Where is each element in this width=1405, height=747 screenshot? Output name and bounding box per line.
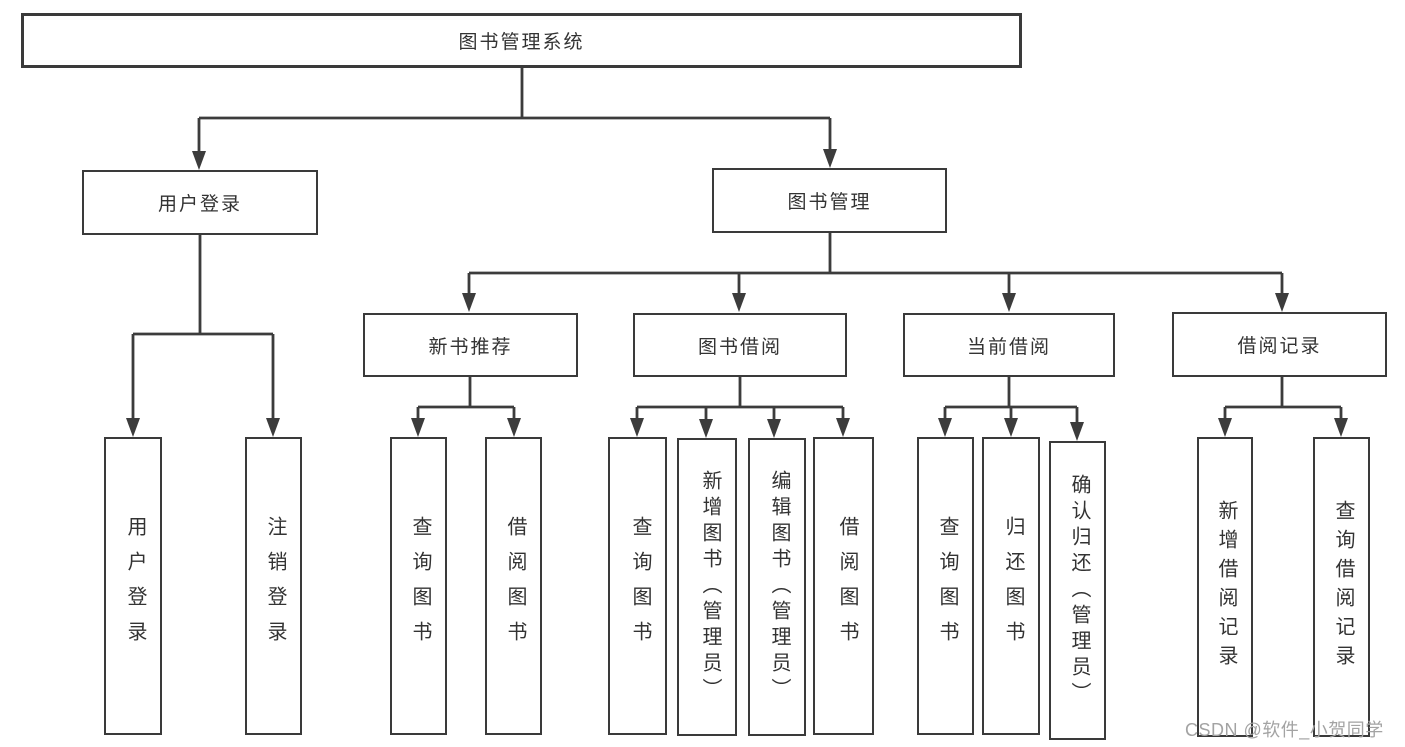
- node-borrow-records: 借阅记录: [1172, 312, 1387, 377]
- node-leaf-query-books-1: 查询图书: [390, 437, 447, 735]
- node-library-management-system: 图书管理系统: [21, 13, 1022, 68]
- node-leaf-query-books-2: 查询图书: [608, 437, 667, 735]
- node-leaf-borrow-books-2: 借阅图书: [813, 437, 874, 735]
- node-leaf-user-login: 用户登录: [104, 437, 162, 735]
- node-leaf-return-books: 归还图书: [982, 437, 1040, 735]
- node-current-borrow: 当前借阅: [903, 313, 1115, 377]
- node-leaf-confirm-return-admin: 确认归还（管理员）: [1049, 441, 1106, 740]
- node-leaf-add-books-admin: 新增图书（管理员）: [677, 438, 737, 736]
- node-leaf-query-books-3: 查询图书: [917, 437, 974, 735]
- node-book-management: 图书管理: [712, 168, 947, 233]
- node-book-borrow: 图书借阅: [633, 313, 847, 377]
- node-leaf-edit-books-admin: 编辑图书（管理员）: [748, 438, 806, 736]
- node-leaf-logout: 注销登录: [245, 437, 302, 735]
- node-new-book-recommend: 新书推荐: [363, 313, 578, 377]
- node-leaf-add-borrow-record: 新增借阅记录: [1197, 437, 1253, 737]
- node-leaf-borrow-books-1: 借阅图书: [485, 437, 542, 735]
- csdn-watermark: CSDN @软件_小贺同学: [1185, 720, 1384, 740]
- node-leaf-query-borrow-record: 查询借阅记录: [1313, 437, 1370, 737]
- node-user-login: 用户登录: [82, 170, 318, 235]
